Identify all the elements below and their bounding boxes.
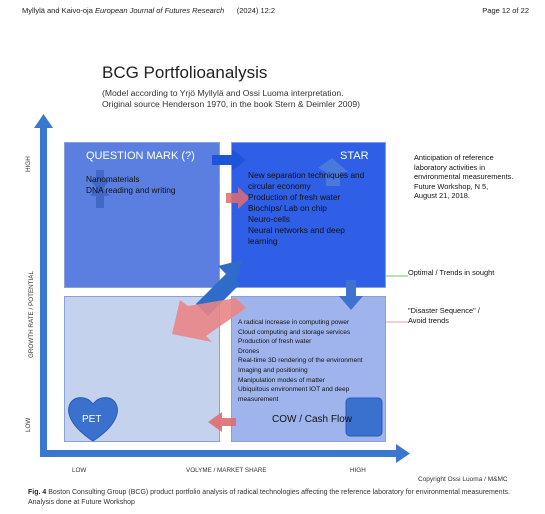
cow-item: Ubiquitous environment IOT and deep (238, 386, 350, 394)
star-item: Production of fresh water (248, 192, 341, 202)
cow-cash-icon (345, 397, 383, 437)
copyright-note: Copyright Ossi Luoma / M&MC (418, 476, 508, 483)
anticipation-line: environmental measurements. (414, 172, 514, 181)
cow-title: COW / Cash Flow (272, 414, 353, 425)
caption-label: Fig. 4 (28, 489, 47, 496)
cow-item: Manipulation modes of matter (238, 376, 325, 384)
anticipation-line: Future Workshop, N 5, (414, 181, 489, 191)
star-item: Neuro-cells (248, 214, 290, 224)
figure-title: BCG Portfolioanalysis (102, 63, 268, 82)
star-to-cow-arrow-icon (339, 280, 363, 310)
star-item: Neural networks and deep (248, 225, 345, 235)
star-item: circular economy (248, 181, 311, 191)
star-arrow-icon (318, 158, 348, 186)
figure-caption: Fig. 4 Boston Consulting Group (BCG) pro… (28, 488, 528, 507)
diagonal-red-arrow-icon (172, 298, 246, 342)
anticipation-line: laboratory activities in (414, 162, 486, 172)
y-axis-arrowhead (34, 114, 53, 128)
star-item: New separation techniques and (248, 170, 365, 180)
disaster-note: "Disaster Sequence" / Avoid trends (408, 306, 480, 325)
question-mark-item: DNA reading and writing (86, 185, 176, 195)
subtitle-line-1: (Model according to Yrjö Myllylä and Oss… (102, 88, 344, 98)
header-citation: (2024) 12:2 (236, 6, 276, 15)
subtitle-line-2: Original source Henderson 1970, in the b… (102, 99, 360, 109)
question-mark-title: QUESTION MARK (?) (86, 150, 195, 162)
cow-items: A radical increase in computing power Cl… (238, 318, 363, 404)
header-journal: European Journal of Futures Research (94, 6, 225, 15)
star-items: New separation techniques and circular e… (248, 170, 364, 247)
star-quadrant (231, 142, 386, 288)
question-mark-item: Nanomaterials (86, 174, 140, 184)
star-title: STAR (340, 150, 369, 162)
anticipation-line: August 21, 2018. (414, 191, 470, 200)
y-axis-title: GROWTH RATE / POTENTIAL (28, 271, 35, 358)
y-axis-high-label: HIGH (25, 156, 32, 172)
cow-item: Real-time 3D rendering of the environmen… (238, 357, 363, 365)
x-axis-low-label: LOW (72, 467, 87, 474)
x-axis-high-label: HIGH (350, 467, 366, 474)
x-axis-title: VOLYME / MARKET SHARE (186, 467, 267, 474)
optimal-note: Optimal / Trends in sought (408, 268, 495, 277)
figure-subtitle: (Model according to Yrjö Myllylä and Oss… (102, 88, 360, 110)
question-mark-quadrant (64, 142, 220, 288)
cow-item: measurement (238, 395, 279, 403)
x-axis-line (40, 450, 398, 457)
star-item: Biochips/ Lab on chip (248, 203, 327, 213)
disaster-line: Avoid trends (408, 315, 449, 325)
star-red-arrow-icon (226, 187, 250, 209)
cow-item: A radical increase in computing power (238, 319, 350, 326)
cow-item: Imaging and positioning (238, 366, 308, 374)
cow-item: Drones (238, 347, 260, 355)
pet-title: PET (82, 414, 102, 425)
question-mark-items: Nanomaterials DNA reading and writing (86, 174, 175, 196)
question-mark-arrow-icon (90, 170, 110, 192)
running-header: Myllylä and Kaivo-oja European Journal o… (22, 6, 275, 15)
cow-item: Production of fresh water (238, 338, 312, 346)
pet-heart-icon (68, 397, 118, 442)
anticipation-line: Anticipation of reference (414, 153, 494, 162)
cow-to-pet-arrow-icon (208, 412, 236, 432)
cow-item: Cloud computing and storage services (238, 328, 351, 336)
y-axis-low-label: LOW (25, 417, 32, 432)
y-axis-line (40, 126, 47, 456)
header-page-number: Page 12 of 22 (482, 6, 529, 15)
anticipation-note: Anticipation of reference laboratory act… (414, 153, 513, 201)
question-mark-arrow-up-icon (90, 184, 110, 208)
x-axis-arrowhead (396, 444, 410, 463)
caption-text: Boston Consulting Group (BCG) product po… (28, 489, 510, 506)
question-to-star-arrow-icon (212, 149, 246, 171)
disaster-line: "Disaster Sequence" / (408, 306, 480, 315)
header-authors: Myllylä and Kaivo-oja (22, 6, 93, 15)
star-item: learning (248, 236, 278, 246)
